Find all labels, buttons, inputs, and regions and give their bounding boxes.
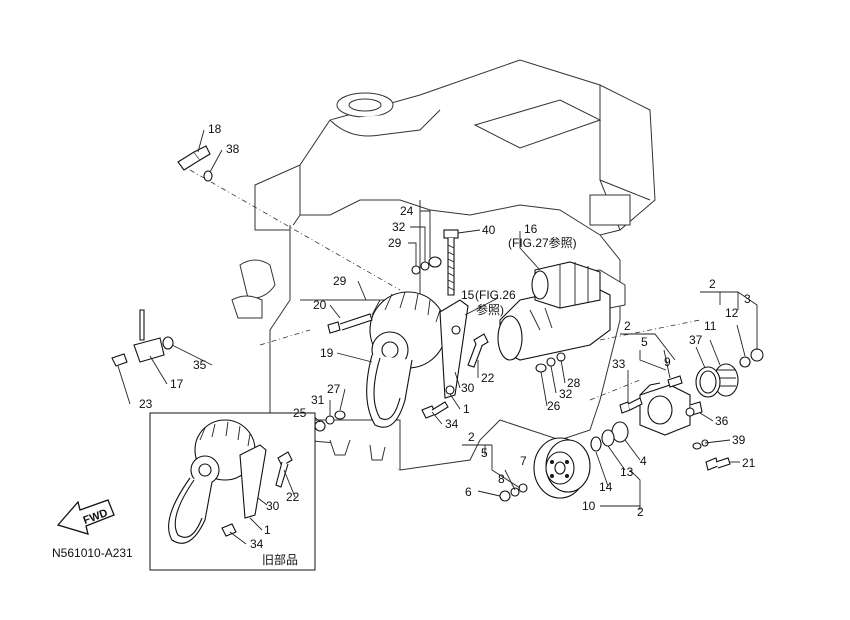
callout-9: 9 bbox=[664, 355, 671, 369]
callout-20: 20 bbox=[313, 298, 327, 312]
bolt-part-22 bbox=[467, 333, 489, 368]
starter-motor-part-16 bbox=[497, 261, 611, 361]
figure-code: N561010-A231 bbox=[52, 546, 133, 560]
callout-34-inset: 34 bbox=[250, 537, 264, 551]
callout-1-main: 1 bbox=[463, 402, 470, 416]
callout-2-bottom: 2 bbox=[637, 505, 644, 519]
callout-10: 10 bbox=[582, 499, 596, 513]
sensor-part-18 bbox=[177, 145, 213, 182]
callout-22-main: 22 bbox=[481, 371, 495, 385]
inset-label: 旧部品 bbox=[262, 552, 298, 567]
callout-7: 7 bbox=[520, 454, 527, 468]
callout-2-left: 2 bbox=[468, 430, 475, 444]
callout-6: 6 bbox=[465, 485, 472, 499]
callout-37: 37 bbox=[689, 333, 703, 347]
callout-labels: 18 38 24 32 29 40 16 (FIG.27参照) 15 (FIG.… bbox=[52, 122, 756, 567]
callout-30-main: 30 bbox=[461, 381, 475, 395]
callout-17: 17 bbox=[170, 377, 184, 391]
callout-39: 39 bbox=[732, 433, 746, 447]
callout-23: 23 bbox=[139, 397, 153, 411]
bolt-part-33 bbox=[619, 375, 683, 414]
callout-5-left: 5 bbox=[481, 446, 488, 460]
callout-8: 8 bbox=[498, 472, 505, 486]
pump-gear-group bbox=[695, 348, 764, 398]
callout-2-pump: 2 bbox=[624, 319, 631, 333]
callout-35: 35 bbox=[193, 358, 207, 372]
callout-16: 16 bbox=[524, 222, 538, 236]
bolt-part-34 bbox=[421, 401, 449, 419]
long-bolt-part-40 bbox=[443, 229, 459, 296]
callout-28: 28 bbox=[567, 376, 581, 390]
callout-26: 26 bbox=[547, 399, 561, 413]
sender-part-17 bbox=[111, 309, 174, 367]
callout-3: 3 bbox=[744, 292, 751, 306]
callout-38: 38 bbox=[226, 142, 240, 156]
callout-36: 36 bbox=[715, 414, 729, 428]
callout-11: 11 bbox=[704, 319, 717, 333]
callout-32-top: 32 bbox=[392, 220, 406, 234]
callout-24: 24 bbox=[400, 204, 414, 218]
pulley-part-10 bbox=[533, 437, 591, 499]
callout-14: 14 bbox=[599, 480, 613, 494]
centerlines bbox=[189, 169, 701, 401]
alternator-part-19 bbox=[366, 291, 469, 428]
bolt-part-20 bbox=[327, 313, 373, 334]
callout-40: 40 bbox=[482, 223, 496, 237]
callout-30-inset: 30 bbox=[266, 499, 280, 513]
nut-stack-24-32-29 bbox=[411, 256, 442, 275]
ref-fig26-line2: 参照) bbox=[476, 302, 504, 317]
callout-19: 19 bbox=[320, 346, 334, 360]
callout-25: 25 bbox=[293, 406, 307, 420]
callout-4: 4 bbox=[640, 454, 647, 468]
callout-18: 18 bbox=[208, 122, 222, 136]
callout-32-low: 32 bbox=[559, 387, 573, 401]
ref-fig26-line1: (FIG.26 bbox=[475, 288, 516, 302]
callout-31: 31 bbox=[311, 393, 325, 407]
callout-33: 33 bbox=[612, 357, 626, 371]
callout-27: 27 bbox=[327, 382, 341, 396]
callout-22-inset: 22 bbox=[286, 490, 300, 504]
callout-15: 15 bbox=[461, 288, 475, 302]
callout-12: 12 bbox=[725, 306, 739, 320]
ref-fig27: (FIG.27参照) bbox=[508, 235, 577, 250]
callout-5-pump: 5 bbox=[641, 335, 648, 349]
callout-13: 13 bbox=[620, 465, 634, 479]
callout-1-inset: 1 bbox=[264, 523, 271, 537]
callout-21: 21 bbox=[742, 456, 756, 470]
pump-housing-part-4 bbox=[639, 382, 703, 436]
callout-29-mid: 29 bbox=[333, 274, 347, 288]
sleeve-part-13 bbox=[590, 421, 629, 452]
forward-arrow-icon: FWD bbox=[56, 499, 115, 535]
bolt-part-21 bbox=[685, 407, 731, 471]
inset-old-part bbox=[149, 412, 316, 571]
callout-2-right: 2 bbox=[709, 277, 716, 291]
callout-34-main: 34 bbox=[445, 417, 459, 431]
callout-29-top: 29 bbox=[388, 236, 402, 250]
